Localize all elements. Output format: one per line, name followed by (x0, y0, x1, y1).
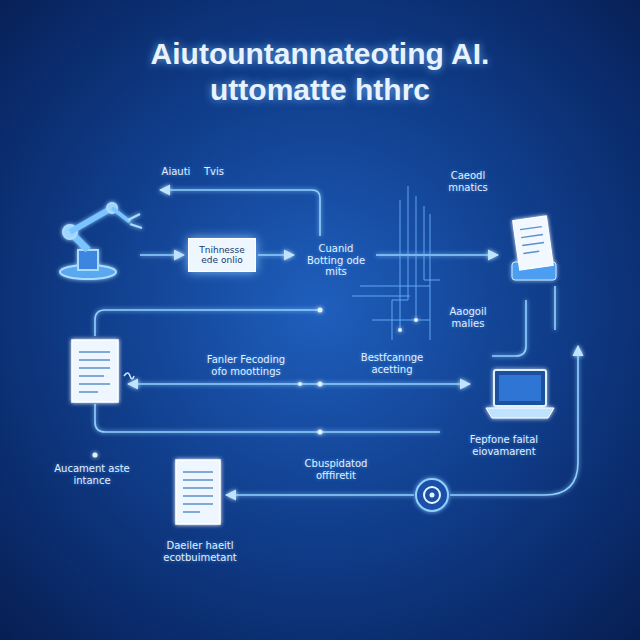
flow-lines (95, 190, 578, 495)
flow-line (492, 300, 526, 356)
circuit-traces (352, 186, 440, 340)
laptop-icon (486, 370, 554, 418)
flow-label: Aaogoil malies (436, 306, 500, 329)
diagram-title: Aiutountannateoting AI. uttomatte hthrc (95, 36, 545, 108)
document-icon (176, 460, 220, 524)
flow-label: Daeiler haeitl ecotbuimetant (152, 540, 248, 563)
flow-label: Aiauti (151, 166, 201, 178)
flow-line (140, 254, 184, 256)
flow-line (376, 254, 498, 256)
printer-icon (512, 216, 556, 280)
flow-line (160, 190, 320, 236)
document-icon (72, 340, 118, 402)
ai-chip-icon (416, 479, 448, 511)
flow-label: Fanler Fecoding ofo moottings (198, 354, 294, 377)
flow-line (554, 286, 556, 330)
flow-label: Fepfone faital eiovamarent (458, 434, 550, 457)
process-box: Tnihnesse ede onlio (188, 238, 256, 273)
box-text: Tnihnesse ede onlio (194, 245, 250, 266)
flow-label: Aucament aste intance (50, 463, 134, 486)
flow-line (95, 310, 320, 336)
flow-label: Bestfcannge acetting (350, 352, 434, 375)
robot-arm-icon (60, 203, 142, 279)
flow-label: Tvis (194, 166, 234, 178)
flow-line (95, 404, 440, 432)
flow-label: Caeodl mnatics (436, 170, 500, 193)
small-glyph (124, 373, 134, 379)
node-dots (93, 308, 419, 458)
flow-line (226, 494, 414, 496)
flow-label: Cuanid Botting ode mits (299, 243, 373, 278)
flow-line (258, 254, 294, 256)
flow-label: Cbuspidatod offfiretit (295, 458, 377, 481)
flow-line (450, 346, 578, 495)
